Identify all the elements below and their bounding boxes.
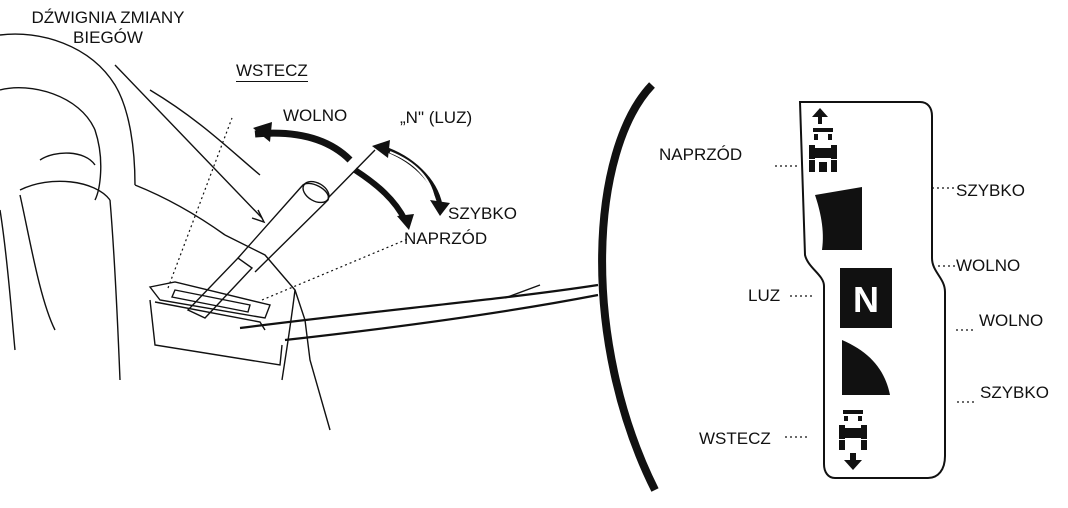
lever-base-plate: [148, 281, 283, 366]
label-forward-left: NAPRZÓD: [404, 229, 488, 248]
label-slow-left: WOLNO: [283, 106, 348, 125]
plate-pointer-dotted: [167, 117, 233, 289]
lever-pointer-line: [114, 64, 263, 219]
label-panel-neutral: LUZ: [748, 286, 781, 305]
reverse-speed-wedge: [842, 340, 890, 395]
label-panel-slow-1: WOLNO: [956, 256, 1021, 275]
label-panel-forward: NAPRZÓD: [659, 145, 743, 164]
lever-pointer-arrowhead: [251, 209, 266, 224]
panel-leaders: [775, 165, 975, 438]
label-shift-lever: DŹWIGNIA ZMIANY BIEGÓW: [2, 8, 214, 47]
neutral-letter: N: [853, 279, 879, 320]
tractor-body-outline: [0, 33, 331, 431]
magnify-line-accent: [504, 284, 541, 299]
plate-pointer-dotted-2: [261, 237, 411, 301]
forward-tractor-icon: [809, 108, 837, 172]
label-panel-fast-1: SZYBKO: [956, 181, 1025, 200]
magnify-line-top: [239, 283, 599, 330]
shift-panel: N: [798, 101, 946, 479]
label-panel-reverse: WSTECZ: [699, 429, 771, 448]
magnifier-arc: [598, 82, 659, 492]
label-reverse-top: WSTECZ: [236, 61, 308, 82]
label-fast-left: SZYBKO: [448, 204, 517, 223]
shift-lever: [186, 149, 376, 319]
reverse-tractor-icon: [839, 410, 867, 470]
label-shift-lever-text: DŹWIGNIA ZMIANY BIEGÓW: [31, 8, 185, 47]
neutral-box: [840, 268, 892, 328]
direction-arrows: [253, 122, 450, 230]
magnify-line-bottom: [284, 293, 599, 342]
label-panel-slow-2: WOLNO: [979, 311, 1044, 330]
forward-speed-wedge: [815, 187, 862, 250]
label-neutral-top: „N" (LUZ): [400, 108, 473, 127]
label-panel-fast-2: SZYBKO: [980, 383, 1049, 402]
